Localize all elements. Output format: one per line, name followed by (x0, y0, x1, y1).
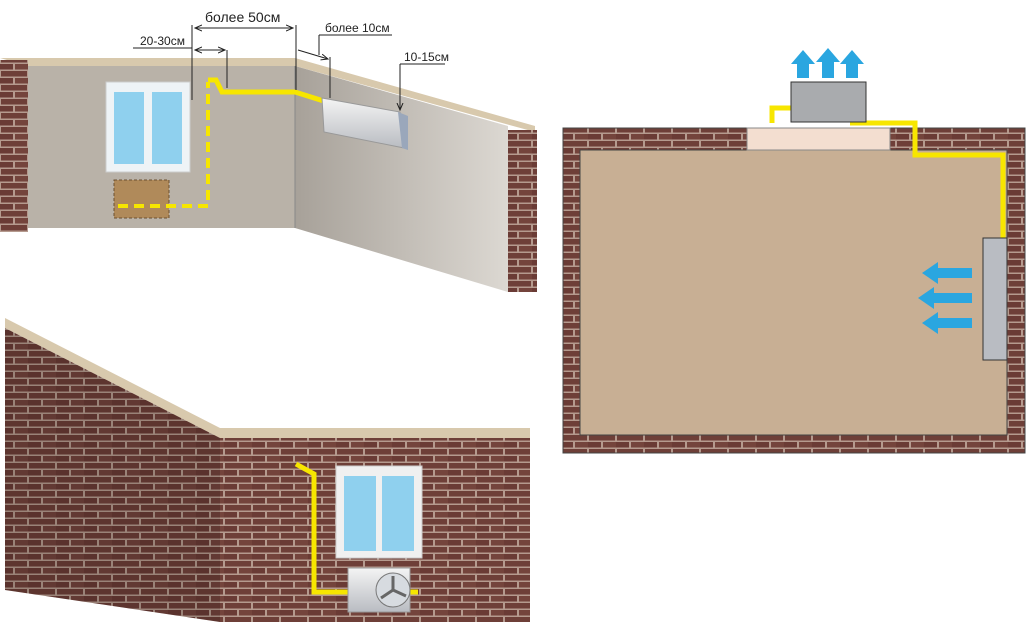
arrow-up-icon (816, 48, 840, 78)
plan-indoor-unit (982, 237, 1008, 361)
label-10-15: 10-15см (404, 50, 449, 64)
plan-outdoor-unit (790, 81, 867, 123)
pipe-route-dashed (118, 82, 210, 208)
outdoor-ac-unit (347, 567, 411, 613)
indoor-ac-unit (321, 97, 408, 150)
plan-floor (579, 149, 1008, 436)
outdoor-unit-pad (746, 127, 891, 151)
indoor-wall-scene: более 50см 20-30см более 10см 10-15см (0, 9, 537, 292)
label-20-30: 20-30см (140, 34, 185, 48)
label-more-10: более 10см (325, 21, 390, 35)
wall-top-ledge (0, 58, 535, 132)
arrow-up-icon (791, 50, 815, 78)
outdoor-side-brick-wall (5, 328, 220, 622)
dimension-lines (133, 25, 445, 110)
room-plan (562, 48, 1026, 454)
right-brick-pillar (508, 130, 537, 292)
window (105, 81, 191, 173)
airflow-left-arrows (918, 262, 972, 334)
arrow-up-icon (840, 50, 864, 78)
furniture-outline (113, 179, 170, 219)
arrow-left-icon (918, 287, 972, 309)
arrow-left-icon (922, 262, 972, 284)
outdoor-side-wall-shade (5, 328, 220, 622)
airflow-up-arrows (791, 48, 864, 78)
label-more-50: более 50см (205, 9, 280, 25)
pipe-route (208, 77, 331, 106)
left-brick-pillar (0, 60, 28, 232)
fan-blades-icon (380, 576, 407, 600)
arrow-left-icon (922, 312, 972, 334)
outdoor-window (335, 465, 423, 559)
outdoor-wall-scene (5, 318, 530, 622)
outdoor-wall-ledge (5, 318, 530, 438)
